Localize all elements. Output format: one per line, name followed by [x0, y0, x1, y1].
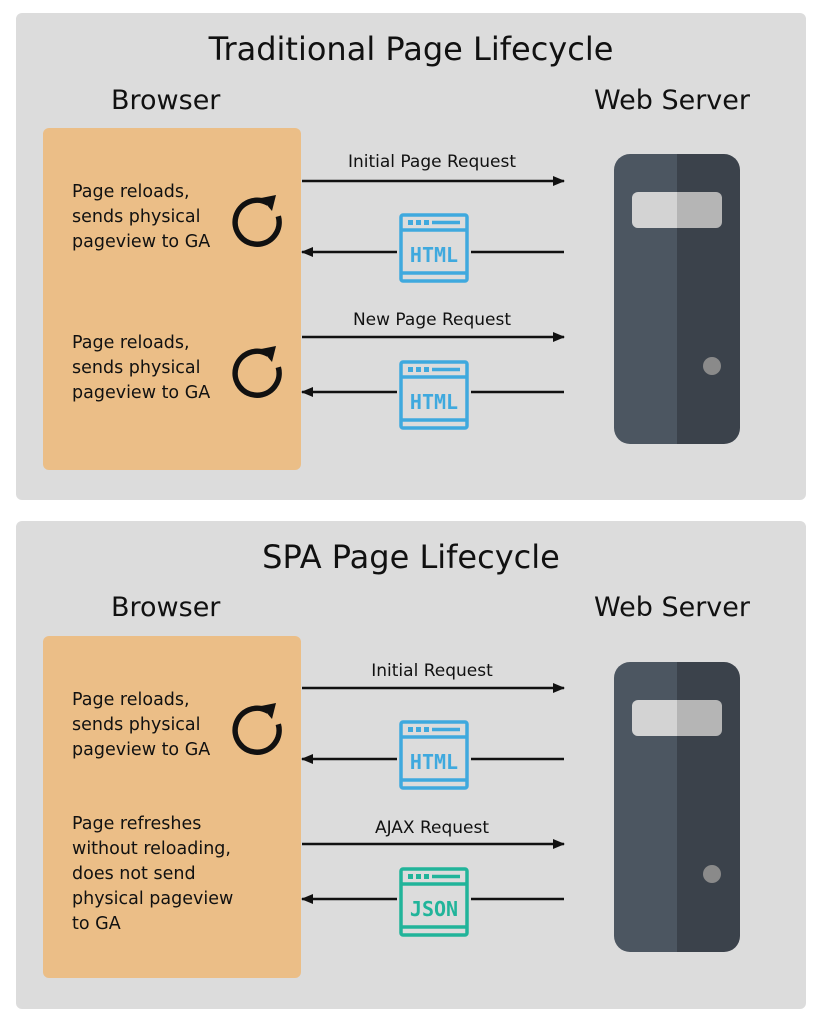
- spa-server-label: Web Server: [594, 592, 750, 623]
- traditional-browser-label: Browser: [111, 85, 221, 116]
- traditional-request-2-label: New Page Request: [352, 310, 512, 330]
- traditional-request-1-label: Initial Page Request: [347, 152, 517, 172]
- traditional-html-icon-2-text: HTML: [410, 390, 458, 414]
- traditional-server-label: Web Server: [594, 85, 750, 116]
- spa-refresh-icon: [235, 703, 279, 752]
- spa-browser-box: [43, 636, 301, 978]
- spa-request-1-label: Initial Request: [371, 661, 493, 681]
- traditional-browser-box: [43, 128, 301, 470]
- traditional-refresh-icon-2: [235, 346, 279, 395]
- traditional-note-1: Page reloads, sends physical pageview to…: [72, 182, 211, 252]
- spa-note-1: Page reloads, sends physical pageview to…: [72, 690, 211, 760]
- spa-note-2: Page refreshes without reloading, does n…: [72, 814, 234, 934]
- spa-browser-label: Browser: [111, 592, 221, 623]
- traditional-note-2: Page reloads, sends physical pageview to…: [72, 333, 211, 403]
- traditional-title: Traditional Page Lifecycle: [208, 30, 614, 68]
- spa-html-icon-text: HTML: [410, 750, 458, 774]
- spa-json-icon-text: JSON: [410, 897, 458, 921]
- traditional-refresh-icon-1: [235, 195, 279, 244]
- spa-server-icon: [614, 662, 740, 952]
- spa-title: SPA Page Lifecycle: [262, 538, 560, 576]
- spa-request-2-label: AJAX Request: [374, 818, 490, 838]
- traditional-server-icon: [614, 154, 740, 444]
- spa-html-icon: HTML: [397, 718, 471, 792]
- traditional-html-icon-2: HTML: [397, 358, 471, 432]
- spa-json-icon: JSON: [397, 865, 471, 939]
- traditional-html-icon-1: HTML: [397, 211, 471, 285]
- traditional-html-icon-1-text: HTML: [410, 243, 458, 267]
